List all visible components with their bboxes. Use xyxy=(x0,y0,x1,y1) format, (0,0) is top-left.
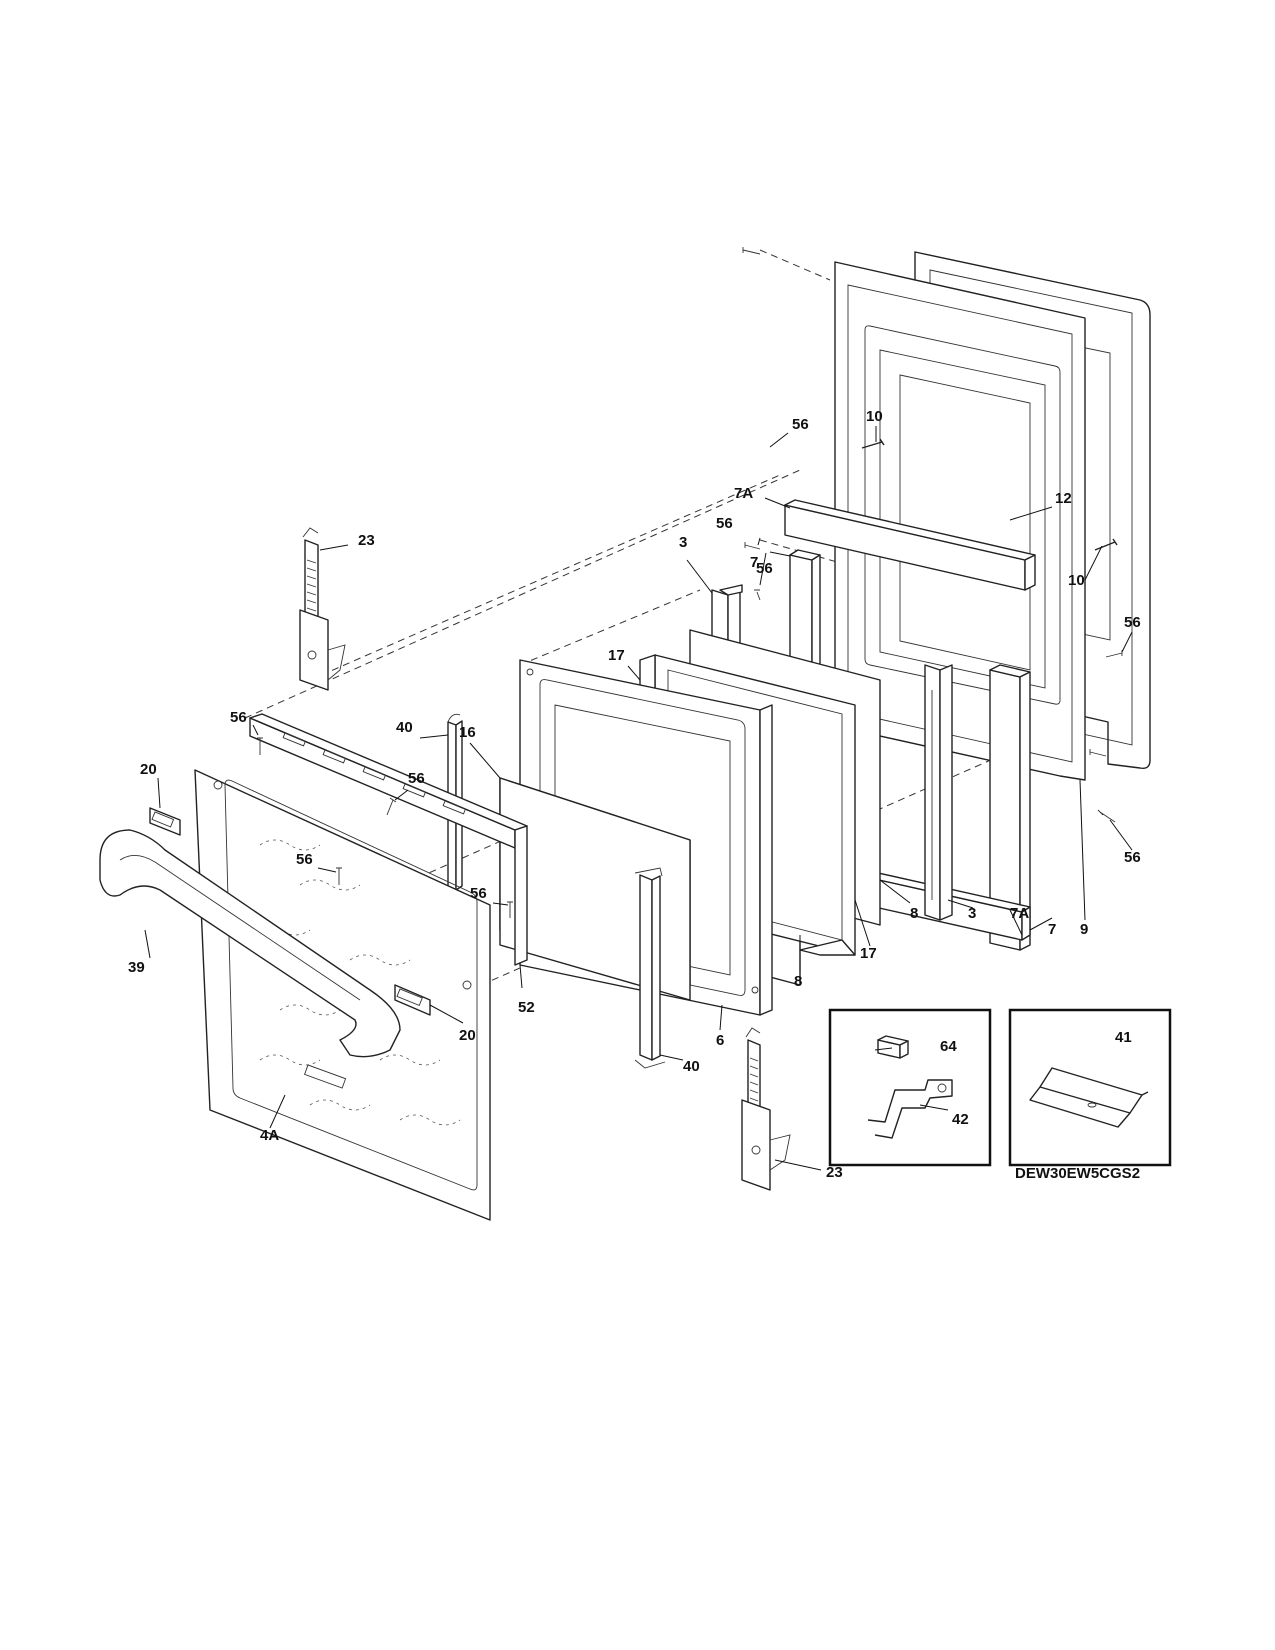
callout-10: 10 xyxy=(866,408,883,425)
callout-56: 56 xyxy=(756,560,773,577)
callout-56: 56 xyxy=(716,515,733,532)
callout-7A: 7A xyxy=(1010,905,1029,922)
callout-labels: 56 10 7A 12 56 3 7 56 10 56 17 23 56 40 … xyxy=(128,408,1141,1181)
part-40-right-channel xyxy=(634,867,666,1069)
part-20-right-handle-mount xyxy=(394,984,431,1016)
callout-9: 9 xyxy=(1080,921,1088,938)
callout-4A: 4A xyxy=(260,1127,279,1144)
callout-8: 8 xyxy=(910,905,918,922)
screw-10-icons xyxy=(861,438,1118,551)
callout-40: 40 xyxy=(683,1058,700,1075)
callout-8: 8 xyxy=(794,973,802,990)
callout-39: 39 xyxy=(128,959,145,976)
callout-20: 20 xyxy=(459,1027,476,1044)
part-20-left-handle-mount xyxy=(149,807,181,836)
callout-7A: 7A xyxy=(734,485,753,502)
callout-16: 16 xyxy=(459,724,476,741)
callout-64: 64 xyxy=(940,1038,957,1055)
callout-56: 56 xyxy=(408,770,425,787)
part-23-bottom-hinge xyxy=(741,1027,791,1191)
screw-icons xyxy=(257,247,1123,918)
part-52-vent-trim xyxy=(249,713,528,966)
callout-10: 10 xyxy=(1068,572,1085,589)
callout-17: 17 xyxy=(608,647,625,664)
callout-56: 56 xyxy=(1124,849,1141,866)
part-23-top-hinge xyxy=(299,527,346,691)
callout-7: 7 xyxy=(750,554,758,571)
callout-12: 12 xyxy=(1055,490,1072,507)
callout-3: 3 xyxy=(679,534,687,551)
callout-56: 56 xyxy=(792,416,809,433)
part-9-inner-door-panel xyxy=(834,261,1086,781)
callout-56: 56 xyxy=(470,885,487,902)
callout-6: 6 xyxy=(716,1032,724,1049)
callout-23: 23 xyxy=(826,1164,843,1181)
callout-23: 23 xyxy=(358,532,375,549)
part-7A-top-insulation xyxy=(784,499,1036,591)
callout-17: 17 xyxy=(860,945,877,962)
model-number: DEW30EW5CGS2 xyxy=(1015,1165,1140,1182)
part-7-right-insulation xyxy=(989,664,1031,951)
callout-3: 3 xyxy=(968,905,976,922)
part-3-right-bracket xyxy=(924,664,953,921)
callout-56: 56 xyxy=(230,709,247,726)
inset-box-41 xyxy=(1008,1008,1172,1167)
callout-7: 7 xyxy=(1048,921,1056,938)
callout-56: 56 xyxy=(1124,614,1141,631)
leader-lines xyxy=(144,426,1133,1171)
callout-56: 56 xyxy=(296,851,313,868)
callout-20: 20 xyxy=(140,761,157,778)
callout-52: 52 xyxy=(518,999,535,1016)
part-39-door-handle xyxy=(99,829,401,1058)
callout-40: 40 xyxy=(396,719,413,736)
inset-box-64-42 xyxy=(828,1008,992,1167)
callout-41: 41 xyxy=(1115,1029,1132,1046)
callout-42: 42 xyxy=(952,1111,969,1128)
